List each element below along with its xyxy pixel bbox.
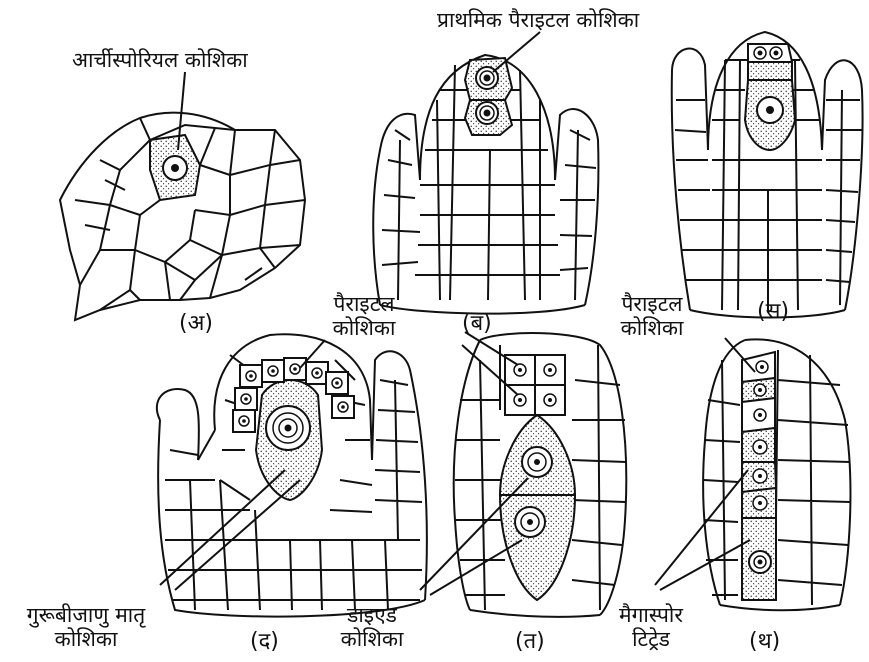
archesporial-cell [150,135,200,200]
label-megaspore-tetrad-line1: मैगास्पोर [600,603,702,627]
label-dyad-cell-line1: डाइएड [330,603,414,627]
primary-parietal-cell [465,58,512,135]
panel-s-cells [745,44,795,150]
label-primary-parietal-cell: प्राथमिक पैराइटल कोशिका [437,8,639,32]
figure-label-a: (अ) [179,312,213,336]
panel-th-cells [742,352,776,600]
label-dyad-cell: डाइएड कोशिका [330,603,414,651]
label-parietal-cell-th: पैराइटल कोशिका [606,292,698,340]
dyad-pointer-2 [430,540,522,595]
panel-t-cells [500,355,575,600]
label-parietal-cell-th-line1: पैराइटल [606,292,698,316]
label-megaspore-tetrad: मैगास्पोर टिट्रेड [600,603,702,651]
label-megaspore-tetrad-line2: टिट्रेड [600,627,702,651]
label-parietal-cell-d-line2: कोशिका [318,316,410,340]
primary-parietal-pointer [493,32,540,72]
panel-d-cells [233,358,354,500]
figure-label-b: (ब) [462,312,492,336]
label-megaspore-mother-cell: गुरूबीजाणु मातृ कोशिका [0,603,172,651]
figure-label-d: (द) [250,630,279,654]
label-dyad-cell-line2: कोशिका [330,627,414,651]
label-parietal-cell-th-line2: कोशिका [606,316,698,340]
label-parietal-cell-d-line1: पैराइटल [318,292,410,316]
mmc-pointer-1 [160,470,285,585]
figure-label-th: (थ) [749,630,780,654]
label-archesporial-cell: आर्चीस्पोरियल कोशिका [72,48,248,72]
figure-label-t: (त) [515,630,545,654]
label-megaspore-mother-cell-line1: गुरूबीजाणु मातृ [0,603,172,627]
label-parietal-cell-d: पैराइटल कोशिका [318,292,410,340]
label-megaspore-mother-cell-line2: कोशिका [0,627,172,651]
figure-label-s: (स) [757,300,789,324]
megaspore-pointer-2 [660,540,750,590]
mmc-pointer-2 [175,480,300,590]
